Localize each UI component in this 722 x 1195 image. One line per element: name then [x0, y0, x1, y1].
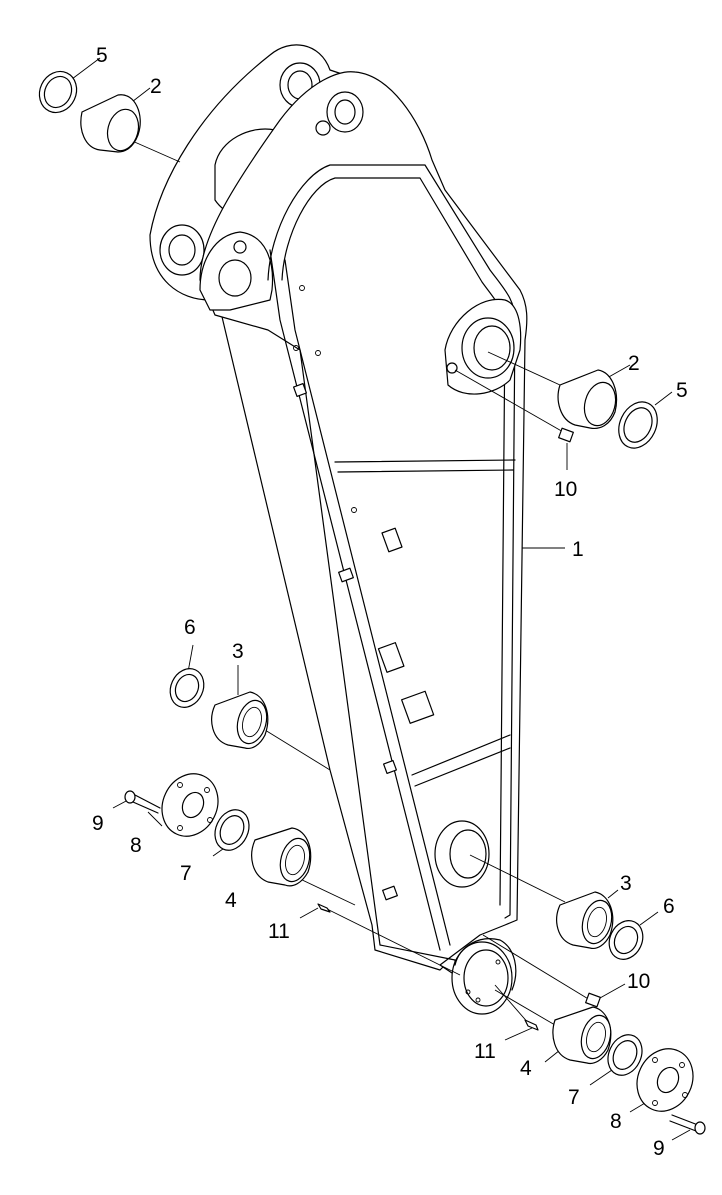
seal-ring-6-right	[608, 920, 644, 960]
callout-4-left: 4	[225, 889, 237, 912]
callout-9-left: 9	[92, 812, 104, 835]
callout-10-upper: 10	[554, 478, 577, 501]
seal-ring-7-right	[607, 1034, 643, 1076]
callout-2-right: 2	[628, 352, 640, 375]
bushing-2-right	[557, 369, 618, 430]
callout-10-lower: 10	[627, 970, 650, 993]
bolt-9-left	[124, 790, 161, 814]
callout-11-left: 11	[268, 920, 290, 943]
arm-body	[149, 44, 528, 1015]
callout-2-top: 2	[150, 75, 162, 98]
leader-lines	[67, 57, 691, 1141]
callout-5-right: 5	[676, 379, 688, 402]
callouts: 5 2 2 5 10 1 6 3 9 8 7 4 11 3 6 10 11 4 …	[92, 44, 688, 1160]
callout-4-right: 4	[520, 1057, 532, 1080]
pin-11-right	[524, 1019, 539, 1031]
grease-fitting-10-lower	[585, 992, 601, 1008]
callout-7-left: 7	[180, 862, 192, 885]
callout-6-left: 6	[184, 616, 196, 639]
callout-11-right: 11	[474, 1040, 496, 1063]
callout-8-right: 8	[610, 1110, 622, 1133]
callout-8-left: 8	[130, 834, 142, 857]
end-plate-8-right	[636, 1048, 694, 1112]
seal-ring-5-top	[38, 70, 78, 114]
callout-3-left: 3	[232, 640, 244, 663]
seal-ring-7-left	[214, 809, 250, 851]
callout-7-right: 7	[568, 1086, 580, 1109]
bushing-3-right	[556, 891, 614, 950]
grease-fitting-10-upper	[558, 427, 574, 443]
callout-6-right: 6	[663, 895, 675, 918]
bushing-4-right	[552, 1006, 612, 1065]
callout-3-right: 3	[620, 872, 632, 895]
end-plate-8-left	[161, 773, 219, 837]
pin-11-left	[317, 903, 331, 913]
bushing-4-left	[251, 827, 312, 887]
seal-ring-5-right	[618, 401, 658, 449]
bushing-3-left	[211, 691, 269, 750]
callout-9-right: 9	[653, 1137, 665, 1160]
bushing-2-top	[80, 94, 141, 153]
seal-ring-6-left	[169, 668, 205, 708]
callout-5-top: 5	[96, 44, 108, 67]
callout-1: 1	[572, 538, 584, 561]
bolt-9-right	[669, 1114, 706, 1135]
